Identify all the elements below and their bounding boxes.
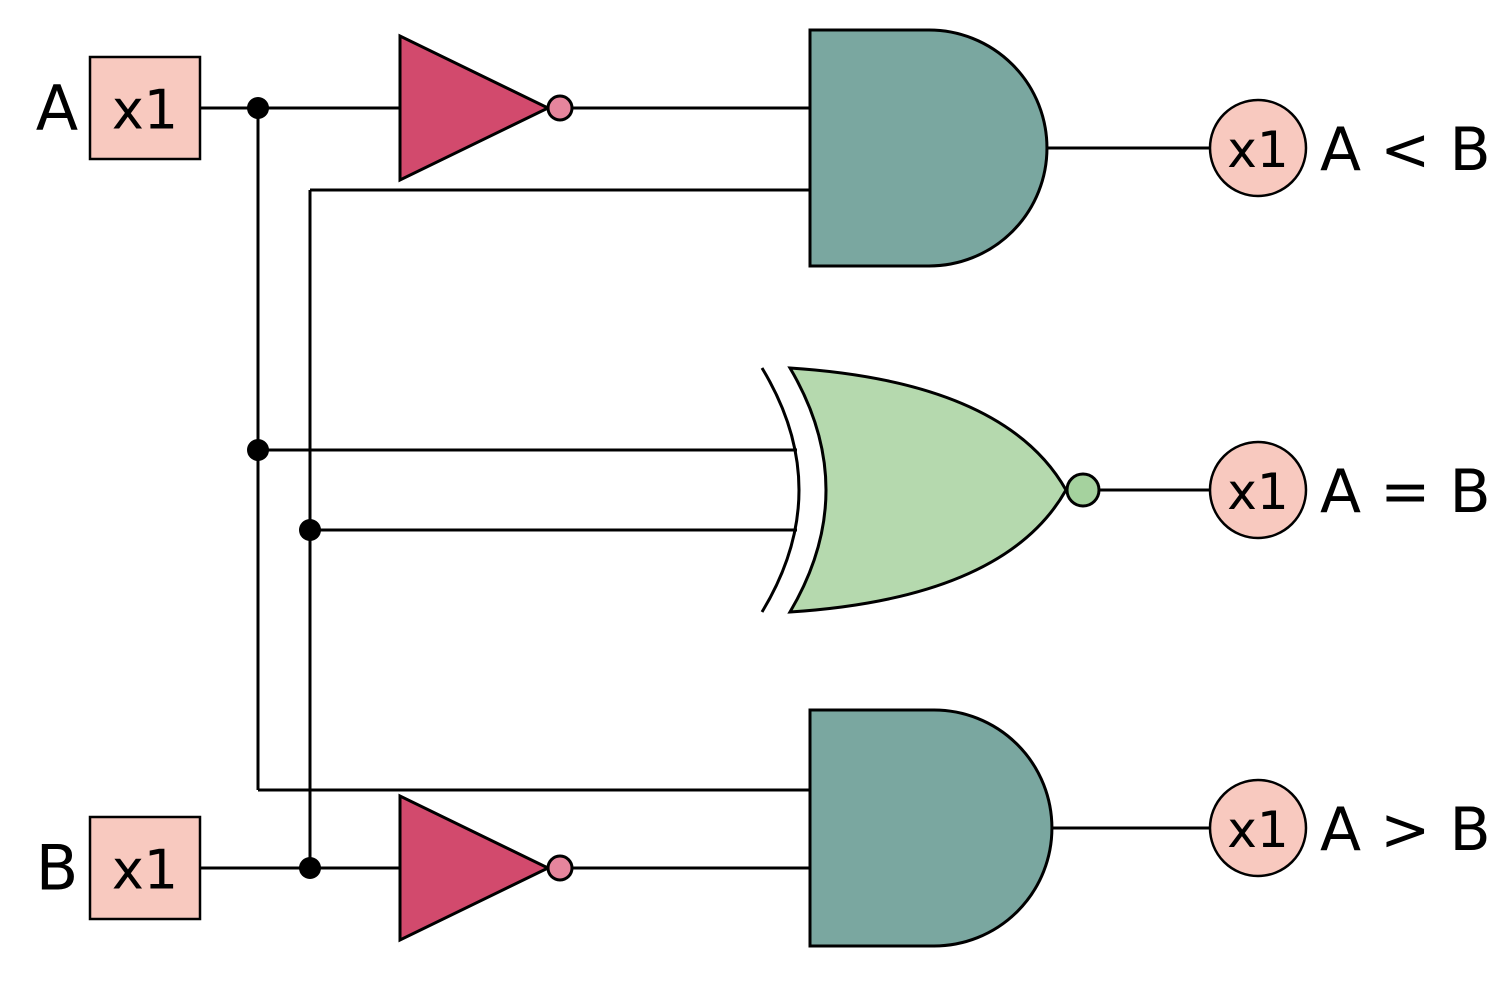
and-gate-top-icon[interactable] [808,28,1049,268]
input-a-name: A [36,72,78,145]
xnor-bubble-icon [1065,472,1101,508]
not-bubble-icon [546,94,574,122]
wire-junction [299,519,321,541]
xnor-gate[interactable] [760,366,1101,614]
not-gate-top[interactable] [398,33,574,183]
not-gate-bottom[interactable] [398,793,574,943]
output-a-eq-b-label: A = B [1320,457,1491,527]
wire-junction [247,97,269,119]
xnor-back-arc [760,367,801,613]
output-a-eq-b-chip-label: x1 [1227,463,1288,521]
and-gate-bottom-icon[interactable] [808,708,1054,948]
output-a-gt-b-chip-label: x1 [1227,801,1288,859]
input-a-chip[interactable] [88,55,202,161]
output-a-lt-b-chip-label: x1 [1227,121,1288,179]
output-a-lt-b[interactable]: x1 A < B [1208,98,1491,198]
input-a-chip-label: x1 [112,79,178,142]
input-b-name: B [36,832,79,905]
input-a[interactable]: A x1 [36,55,202,161]
input-b-chip-label: x1 [112,839,178,902]
output-a-lt-b-chip[interactable] [1208,98,1308,198]
wire-junction [247,439,269,461]
not-gate-icon[interactable] [398,33,552,183]
not-gate-icon[interactable] [398,793,552,943]
output-a-eq-b-chip[interactable] [1208,440,1308,540]
xnor-gate-icon[interactable] [787,366,1068,614]
output-a-lt-b-label: A < B [1320,115,1491,185]
output-a-gt-b-label: A > B [1320,795,1491,865]
output-a-eq-b[interactable]: x1 A = B [1208,440,1491,540]
output-a-gt-b-chip[interactable] [1208,778,1308,878]
not-bubble-icon [546,854,574,882]
input-b[interactable]: B x1 [36,815,202,921]
input-b-chip[interactable] [88,815,202,921]
output-a-gt-b[interactable]: x1 A > B [1208,778,1491,878]
wire-junction [299,857,321,879]
